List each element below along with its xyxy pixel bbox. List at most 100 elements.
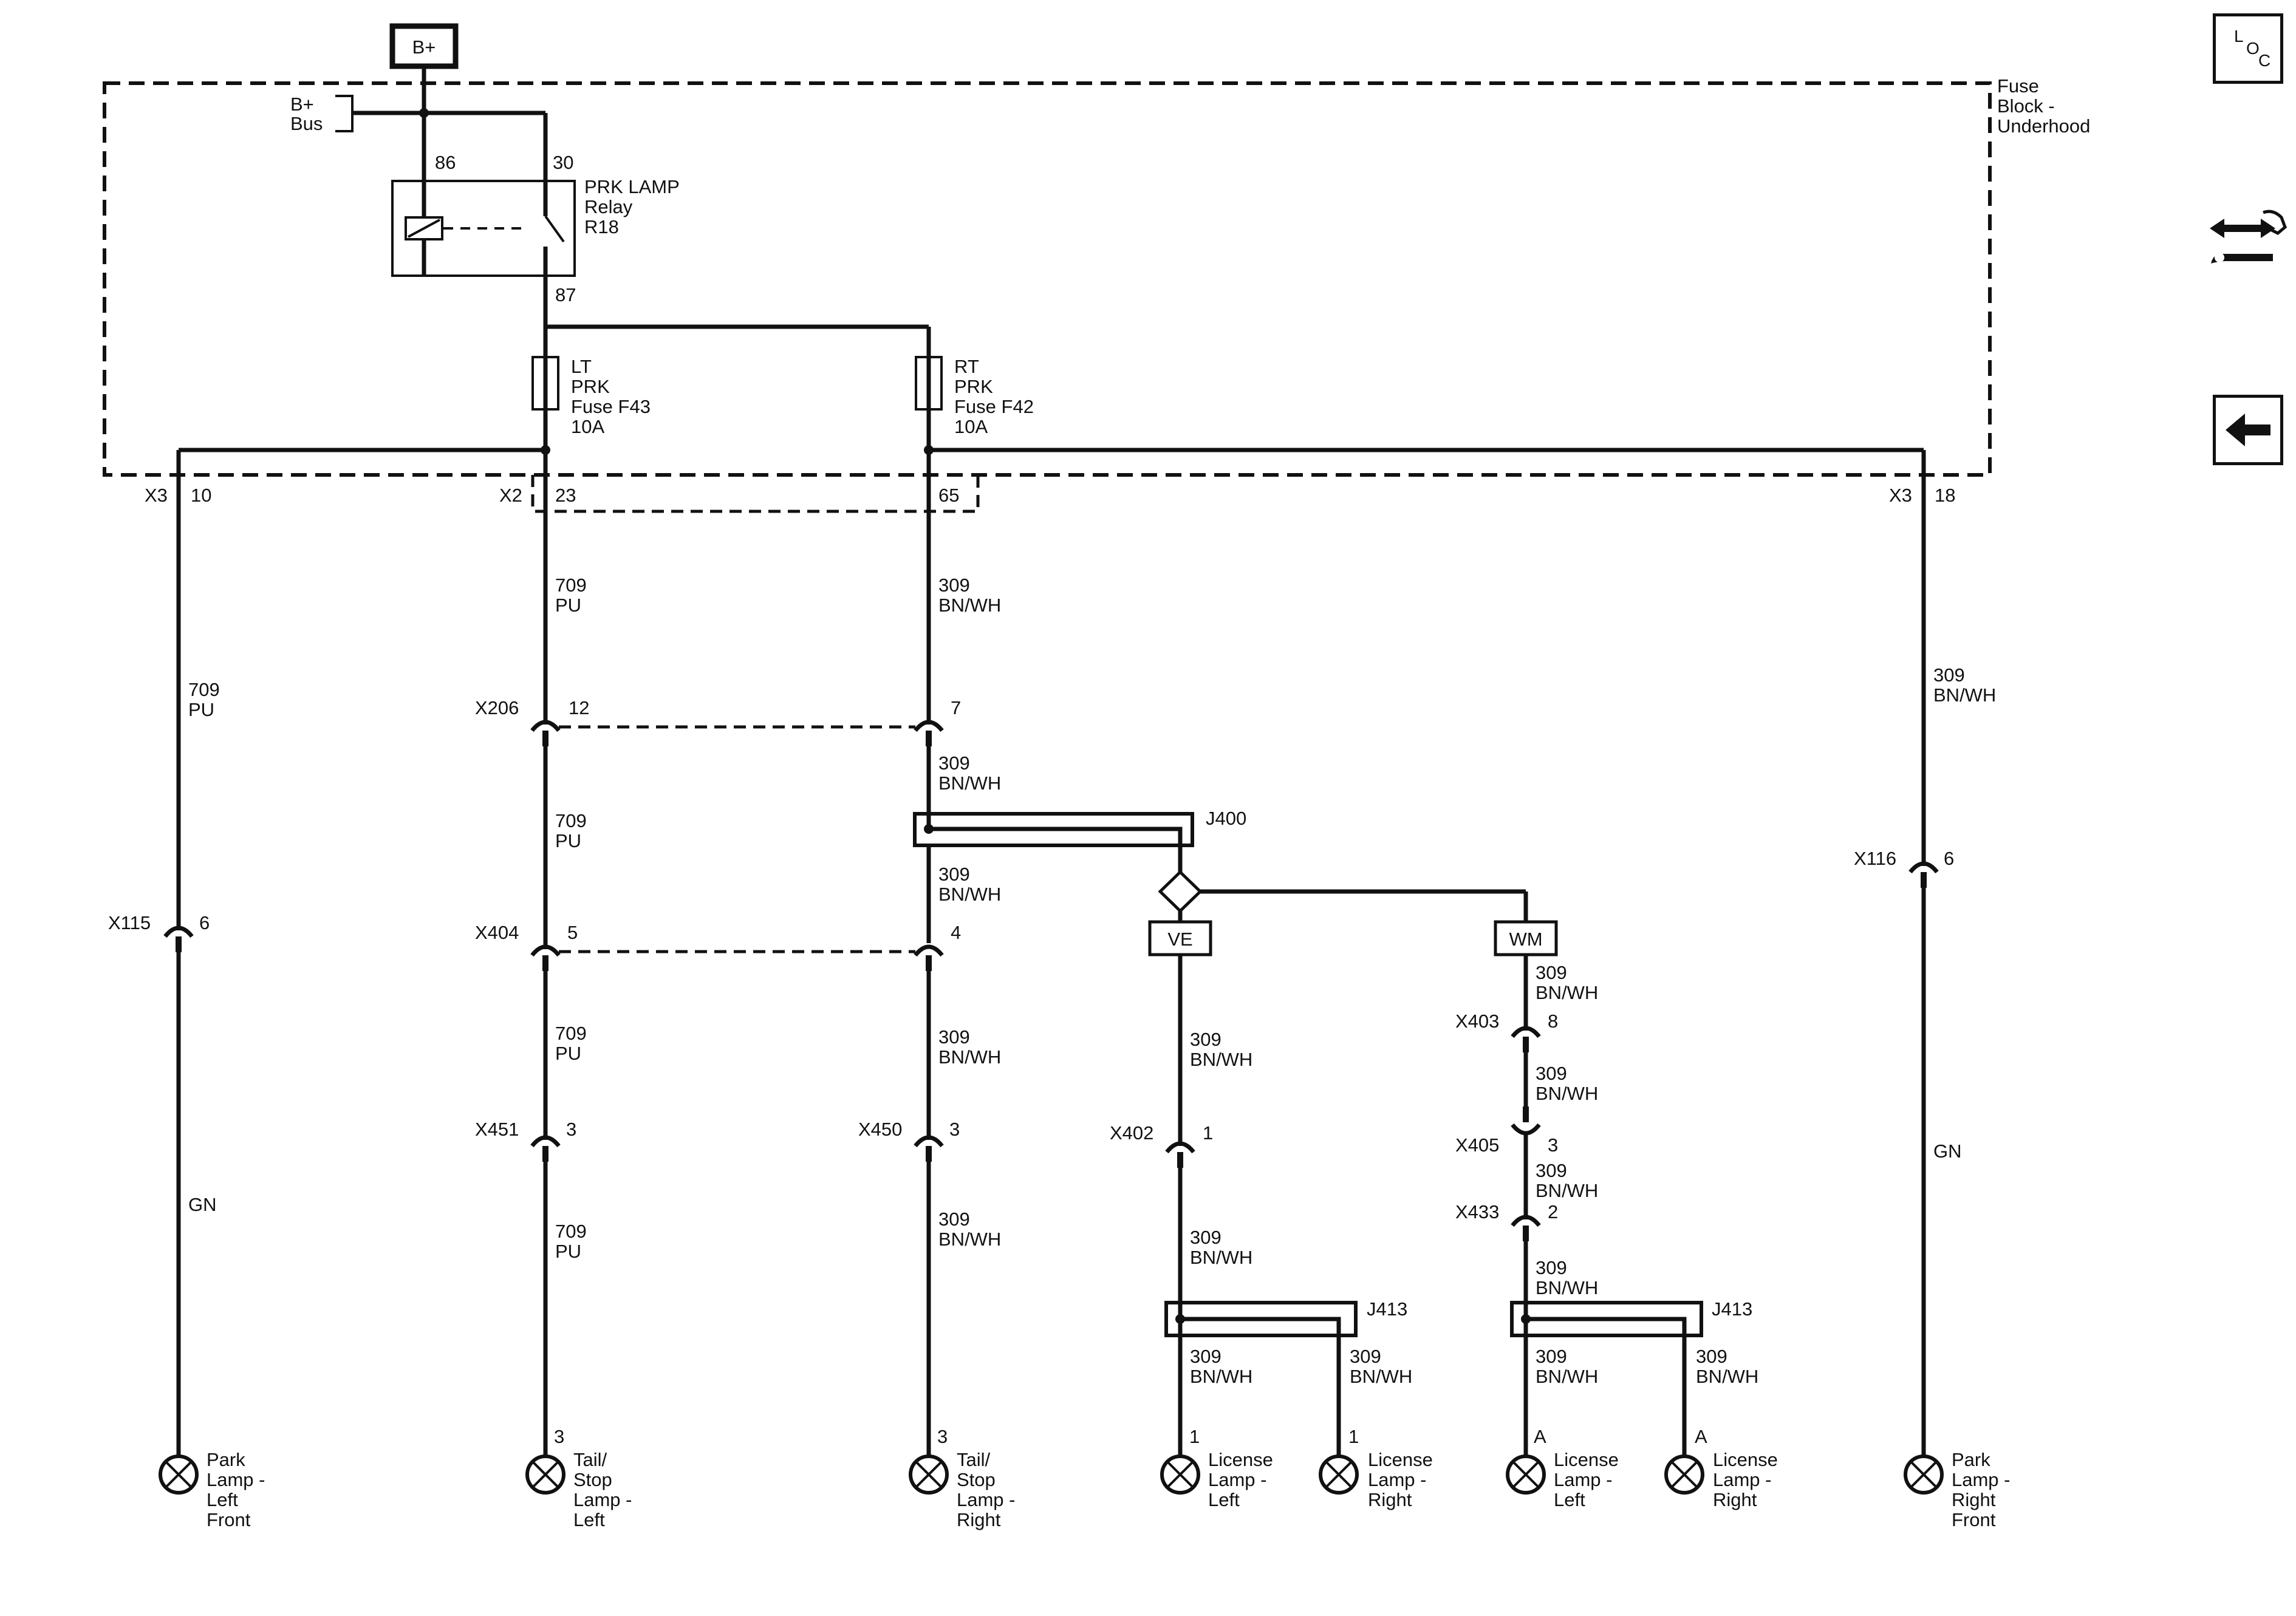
svg-text:Tail/: Tail/ — [573, 1449, 607, 1470]
svg-text:18: 18 — [1935, 485, 1955, 506]
svg-text:Lamp -: Lamp - — [573, 1489, 632, 1510]
svg-text:Lamp -: Lamp - — [207, 1469, 265, 1490]
svg-text:X450: X450 — [858, 1119, 902, 1140]
svg-text:J400: J400 — [1206, 808, 1246, 829]
svg-text:L: L — [2234, 27, 2244, 46]
svg-text:Relay: Relay — [584, 196, 633, 217]
svg-text:309: 309 — [1536, 962, 1567, 983]
relay-name: PRK LAMP — [584, 176, 680, 197]
svg-text:Bus: Bus — [290, 113, 323, 134]
connector-x433: X433 2 — [1455, 1201, 1558, 1457]
svg-text:X116: X116 — [1854, 848, 1896, 869]
back-button[interactable] — [2213, 395, 2283, 465]
svg-text:Park: Park — [1952, 1449, 1990, 1470]
connector-x115: X115 6 — [108, 912, 210, 1457]
splice-j400: J400 — [913, 808, 1246, 887]
svg-text:Left: Left — [1554, 1489, 1585, 1510]
svg-text:Front: Front — [1952, 1509, 1996, 1530]
svg-text:BN/WH: BN/WH — [1536, 1083, 1598, 1104]
relay-pin-86: 86 — [435, 152, 456, 173]
svg-text:BN/WH: BN/WH — [1350, 1366, 1412, 1387]
svg-text:309: 309 — [938, 752, 970, 774]
connector-service-button[interactable] — [2205, 200, 2290, 285]
svg-text:VE: VE — [1167, 929, 1192, 950]
svg-text:Underhood: Underhood — [1997, 115, 2090, 137]
svg-text:Right: Right — [1368, 1489, 1412, 1510]
license-lamp-right-wm: License Lamp - Right — [1664, 1449, 1778, 1510]
svg-text:Fuse F43: Fuse F43 — [571, 396, 651, 417]
svg-text:709: 709 — [555, 574, 587, 596]
svg-text:6: 6 — [199, 912, 210, 933]
prk-lamp-relay-r18: 86 30 87 PRK LAMP Relay R18 — [391, 113, 680, 327]
locator-icon: L O C — [2234, 27, 2270, 70]
svg-text:1: 1 — [1189, 1426, 1200, 1447]
svg-text:65: 65 — [938, 485, 959, 506]
svg-text:Left: Left — [1208, 1489, 1240, 1510]
svg-text:Left: Left — [207, 1489, 238, 1510]
svg-text:BN/WH: BN/WH — [1536, 1366, 1598, 1387]
svg-text:Front: Front — [207, 1509, 251, 1530]
svg-text:GN: GN — [1933, 1140, 1962, 1162]
connector-x404: X404 5 4 — [475, 922, 961, 1140]
svg-text:Right: Right — [1713, 1489, 1757, 1510]
tail-stop-lamp-left: Tail/ Stop Lamp - Left — [525, 1449, 632, 1530]
option-wm: WM — [1494, 920, 1558, 956]
svg-text:BN/WH: BN/WH — [1536, 982, 1598, 1003]
svg-text:PRK: PRK — [954, 376, 993, 397]
power-source-b-plus: B+ — [389, 23, 459, 69]
svg-text:BN/WH: BN/WH — [938, 1046, 1001, 1068]
option-split-diamond — [1158, 870, 1528, 922]
b-plus-bus: B+ Bus — [290, 94, 354, 134]
svg-text:License: License — [1554, 1449, 1619, 1470]
svg-text:10A: 10A — [954, 416, 988, 437]
fuse-f43: LT PRK Fuse F43 10A — [531, 356, 651, 437]
svg-text:709: 709 — [555, 810, 587, 831]
connector-x405: X405 3 — [1455, 1106, 1558, 1219]
svg-text:BN/WH: BN/WH — [1536, 1180, 1598, 1201]
arrow-left-icon — [2226, 414, 2270, 446]
svg-text:309: 309 — [1350, 1346, 1381, 1367]
locator-button[interactable]: L O C — [2213, 13, 2283, 84]
relay-pin-87: 87 — [555, 284, 576, 305]
connector-x451: X451 3 — [475, 1119, 576, 1457]
svg-text:4: 4 — [951, 922, 961, 943]
svg-text:1: 1 — [1203, 1122, 1213, 1144]
svg-text:Fuse F42: Fuse F42 — [954, 396, 1034, 417]
svg-text:309: 309 — [1933, 664, 1965, 686]
svg-text:10A: 10A — [571, 416, 604, 437]
tail-stop-lamp-right: Tail/ Stop Lamp - Right — [909, 1449, 1015, 1530]
fuse-f42: RT PRK Fuse F42 10A — [915, 356, 1034, 437]
svg-text:309: 309 — [1536, 1160, 1567, 1181]
svg-text:Lamp -: Lamp - — [1952, 1469, 2010, 1490]
svg-text:Lamp -: Lamp - — [1554, 1469, 1612, 1490]
svg-text:C: C — [2258, 51, 2270, 70]
park-lamp-left-front: Park Lamp - Left Front — [159, 1449, 265, 1530]
svg-text:8: 8 — [1548, 1011, 1558, 1032]
svg-text:309: 309 — [1536, 1346, 1567, 1367]
svg-text:WM: WM — [1509, 929, 1542, 950]
svg-text:3: 3 — [949, 1119, 960, 1140]
svg-text:BN/WH: BN/WH — [938, 884, 1001, 905]
svg-text:309: 309 — [1190, 1346, 1221, 1367]
connector-x2-bracket — [531, 475, 980, 513]
svg-text:3: 3 — [554, 1426, 564, 1447]
connector-x403: X403 8 — [1455, 1011, 1558, 1122]
svg-text:Right: Right — [1952, 1489, 1996, 1510]
svg-text:RT: RT — [954, 356, 979, 377]
svg-text:B+: B+ — [290, 94, 314, 115]
park-lamp-right-front: Park Lamp - Right Front — [1904, 1449, 2010, 1530]
svg-text:License: License — [1713, 1449, 1778, 1470]
svg-text:709: 709 — [555, 1023, 587, 1044]
svg-text:X405: X405 — [1455, 1134, 1499, 1156]
svg-text:Lamp -: Lamp - — [957, 1489, 1015, 1510]
svg-text:BN/WH: BN/WH — [1933, 684, 1996, 706]
svg-text:309: 309 — [1696, 1346, 1727, 1367]
svg-text:309: 309 — [938, 864, 970, 885]
svg-text:J413: J413 — [1712, 1298, 1752, 1320]
connector-repair-icon — [2210, 210, 2287, 264]
svg-text:309: 309 — [1536, 1257, 1567, 1278]
svg-text:A: A — [1534, 1426, 1546, 1447]
svg-text:Lamp -: Lamp - — [1713, 1469, 1771, 1490]
svg-text:309: 309 — [1190, 1227, 1221, 1248]
